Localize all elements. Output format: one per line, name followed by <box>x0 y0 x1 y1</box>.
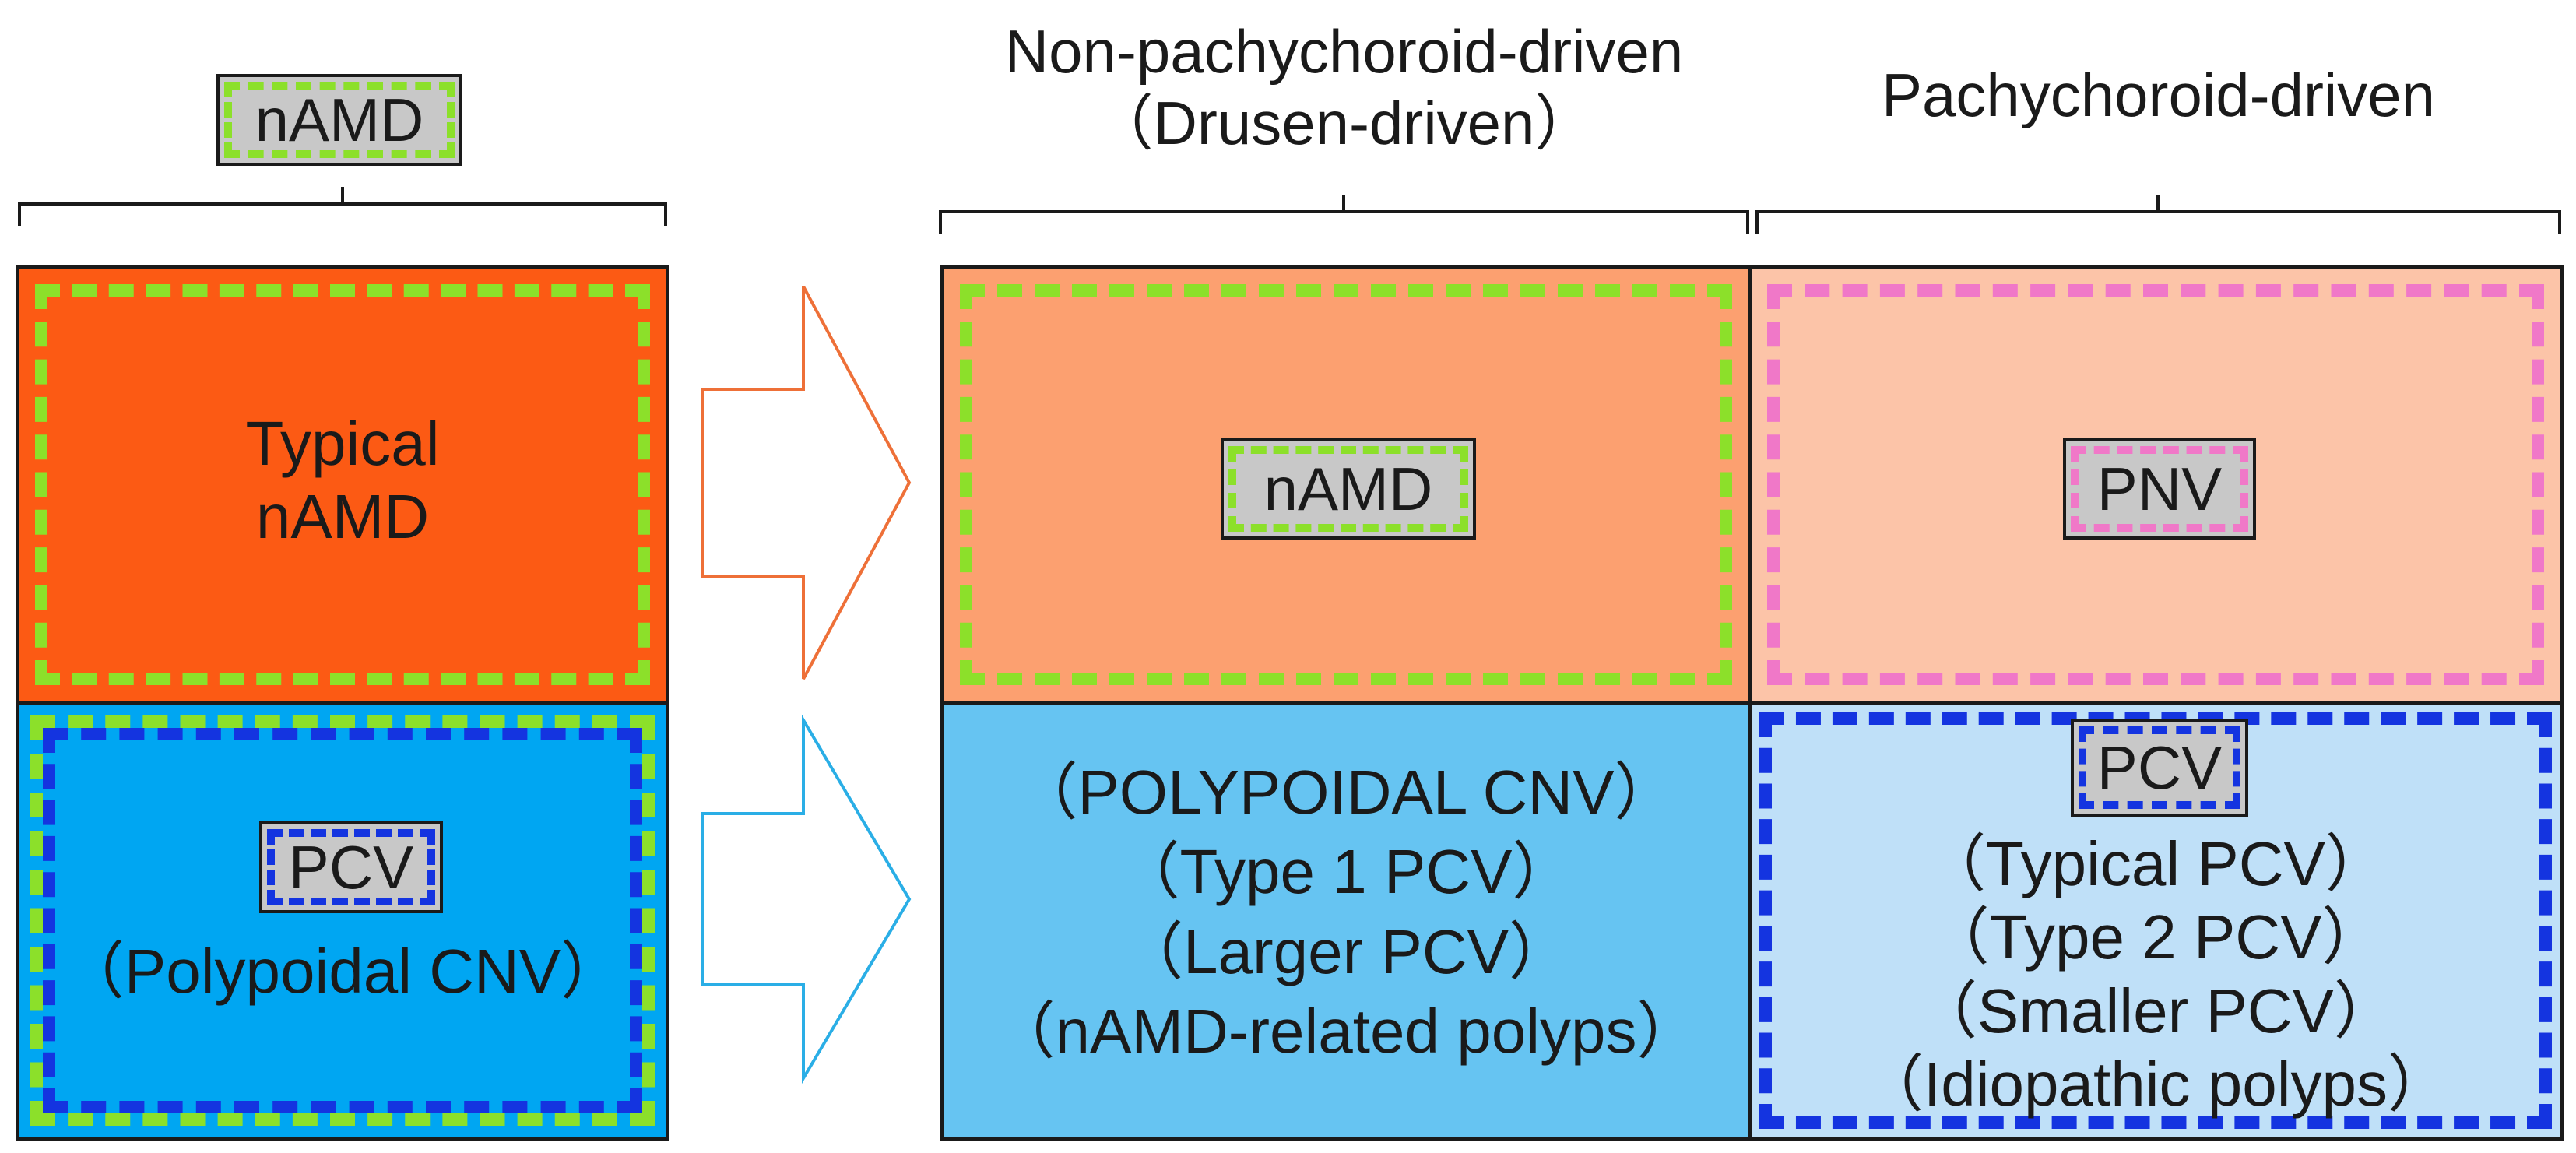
badge-dashed-border <box>267 829 435 905</box>
typical-namd-cell: Typical nAMD <box>16 265 669 705</box>
nonpachy-bracket <box>939 195 1749 234</box>
pcv-badge: PCV <box>259 821 443 913</box>
namd-line: nAMD <box>255 482 430 552</box>
nonpachy-header: Non-pachychoroid-driven （Drusen-driven） <box>940 16 1748 159</box>
pnv-badge-label: PNV <box>2096 455 2223 523</box>
badge-dashed-border <box>2079 726 2240 809</box>
text-line: （Type 2 PCV） <box>1927 902 2384 972</box>
namd-header-badge: nAMD <box>216 74 462 166</box>
namd-header-label: nAMD <box>255 86 424 154</box>
text-line: （Idiopathic polyps） <box>1861 1049 2450 1120</box>
pink-dashed-border <box>1767 284 2544 685</box>
pcv-badge: PCV <box>2071 719 2248 817</box>
pachy-header: Pachychoroid-driven <box>1881 61 2436 129</box>
typical-namd-text: Typical nAMD <box>19 407 666 554</box>
blue-dashed-border <box>43 728 642 1113</box>
text-line: （Smaller PCV） <box>1915 975 2396 1046</box>
text-line: （Larger PCV） <box>1121 916 1571 986</box>
namd-badge-label: nAMD <box>1263 455 1433 523</box>
text-line: （nAMD-related polyps） <box>993 997 1699 1067</box>
pachy-pnv-cell: PNV <box>1748 265 2564 705</box>
green-dashed-border <box>35 284 650 685</box>
orange-arrow <box>701 286 912 680</box>
nonpachy-polypoidal-cell: （POLYPOIDAL CNV） （Type 1 PCV） （Larger PC… <box>940 701 1752 1141</box>
pcv-badge-label: PCV <box>288 833 414 902</box>
nonpachy-header-line1: Non-pachychoroid-driven <box>1004 17 1684 86</box>
pnv-badge: PNV <box>2063 438 2256 540</box>
pcv-badge-label: PCV <box>2096 733 2223 802</box>
green-dashed-border <box>30 715 655 1126</box>
nonpachy-polypoidal-text: （POLYPOIDAL CNV） （Type 1 PCV） （Larger PC… <box>944 753 1748 1072</box>
blue-arrow <box>701 714 912 1084</box>
text-line: （Typical PCV） <box>1924 829 2388 898</box>
nonpachy-header-line2: （Drusen-driven） <box>1092 89 1596 158</box>
left-bracket <box>18 187 667 226</box>
green-dashed-border <box>960 284 1732 685</box>
pachy-pcv-cell: PCV （Typical PCV） （Type 2 PCV） （Smaller … <box>1748 701 2564 1141</box>
text-line: （POLYPOIDAL CNV） <box>1015 758 1677 827</box>
namd-badge: nAMD <box>1221 438 1476 540</box>
badge-dashed-border <box>2071 446 2248 532</box>
typical-line: Typical <box>245 409 440 478</box>
badge-dashed-border <box>224 82 455 158</box>
pachy-pcv-text: （Typical PCV） （Type 2 PCV） （Smaller PCV）… <box>1752 828 2560 1122</box>
polypoidal-cnv-text: （Polypoidal CNV） <box>62 937 624 1006</box>
pachy-bracket <box>1755 195 2561 234</box>
text-line: （Type 1 PCV） <box>1117 837 1575 907</box>
nonpachy-namd-cell: nAMD <box>940 265 1752 705</box>
pcv-cell: PCV （Polypoidal CNV） <box>16 701 669 1141</box>
badge-dashed-border <box>1228 446 1468 532</box>
